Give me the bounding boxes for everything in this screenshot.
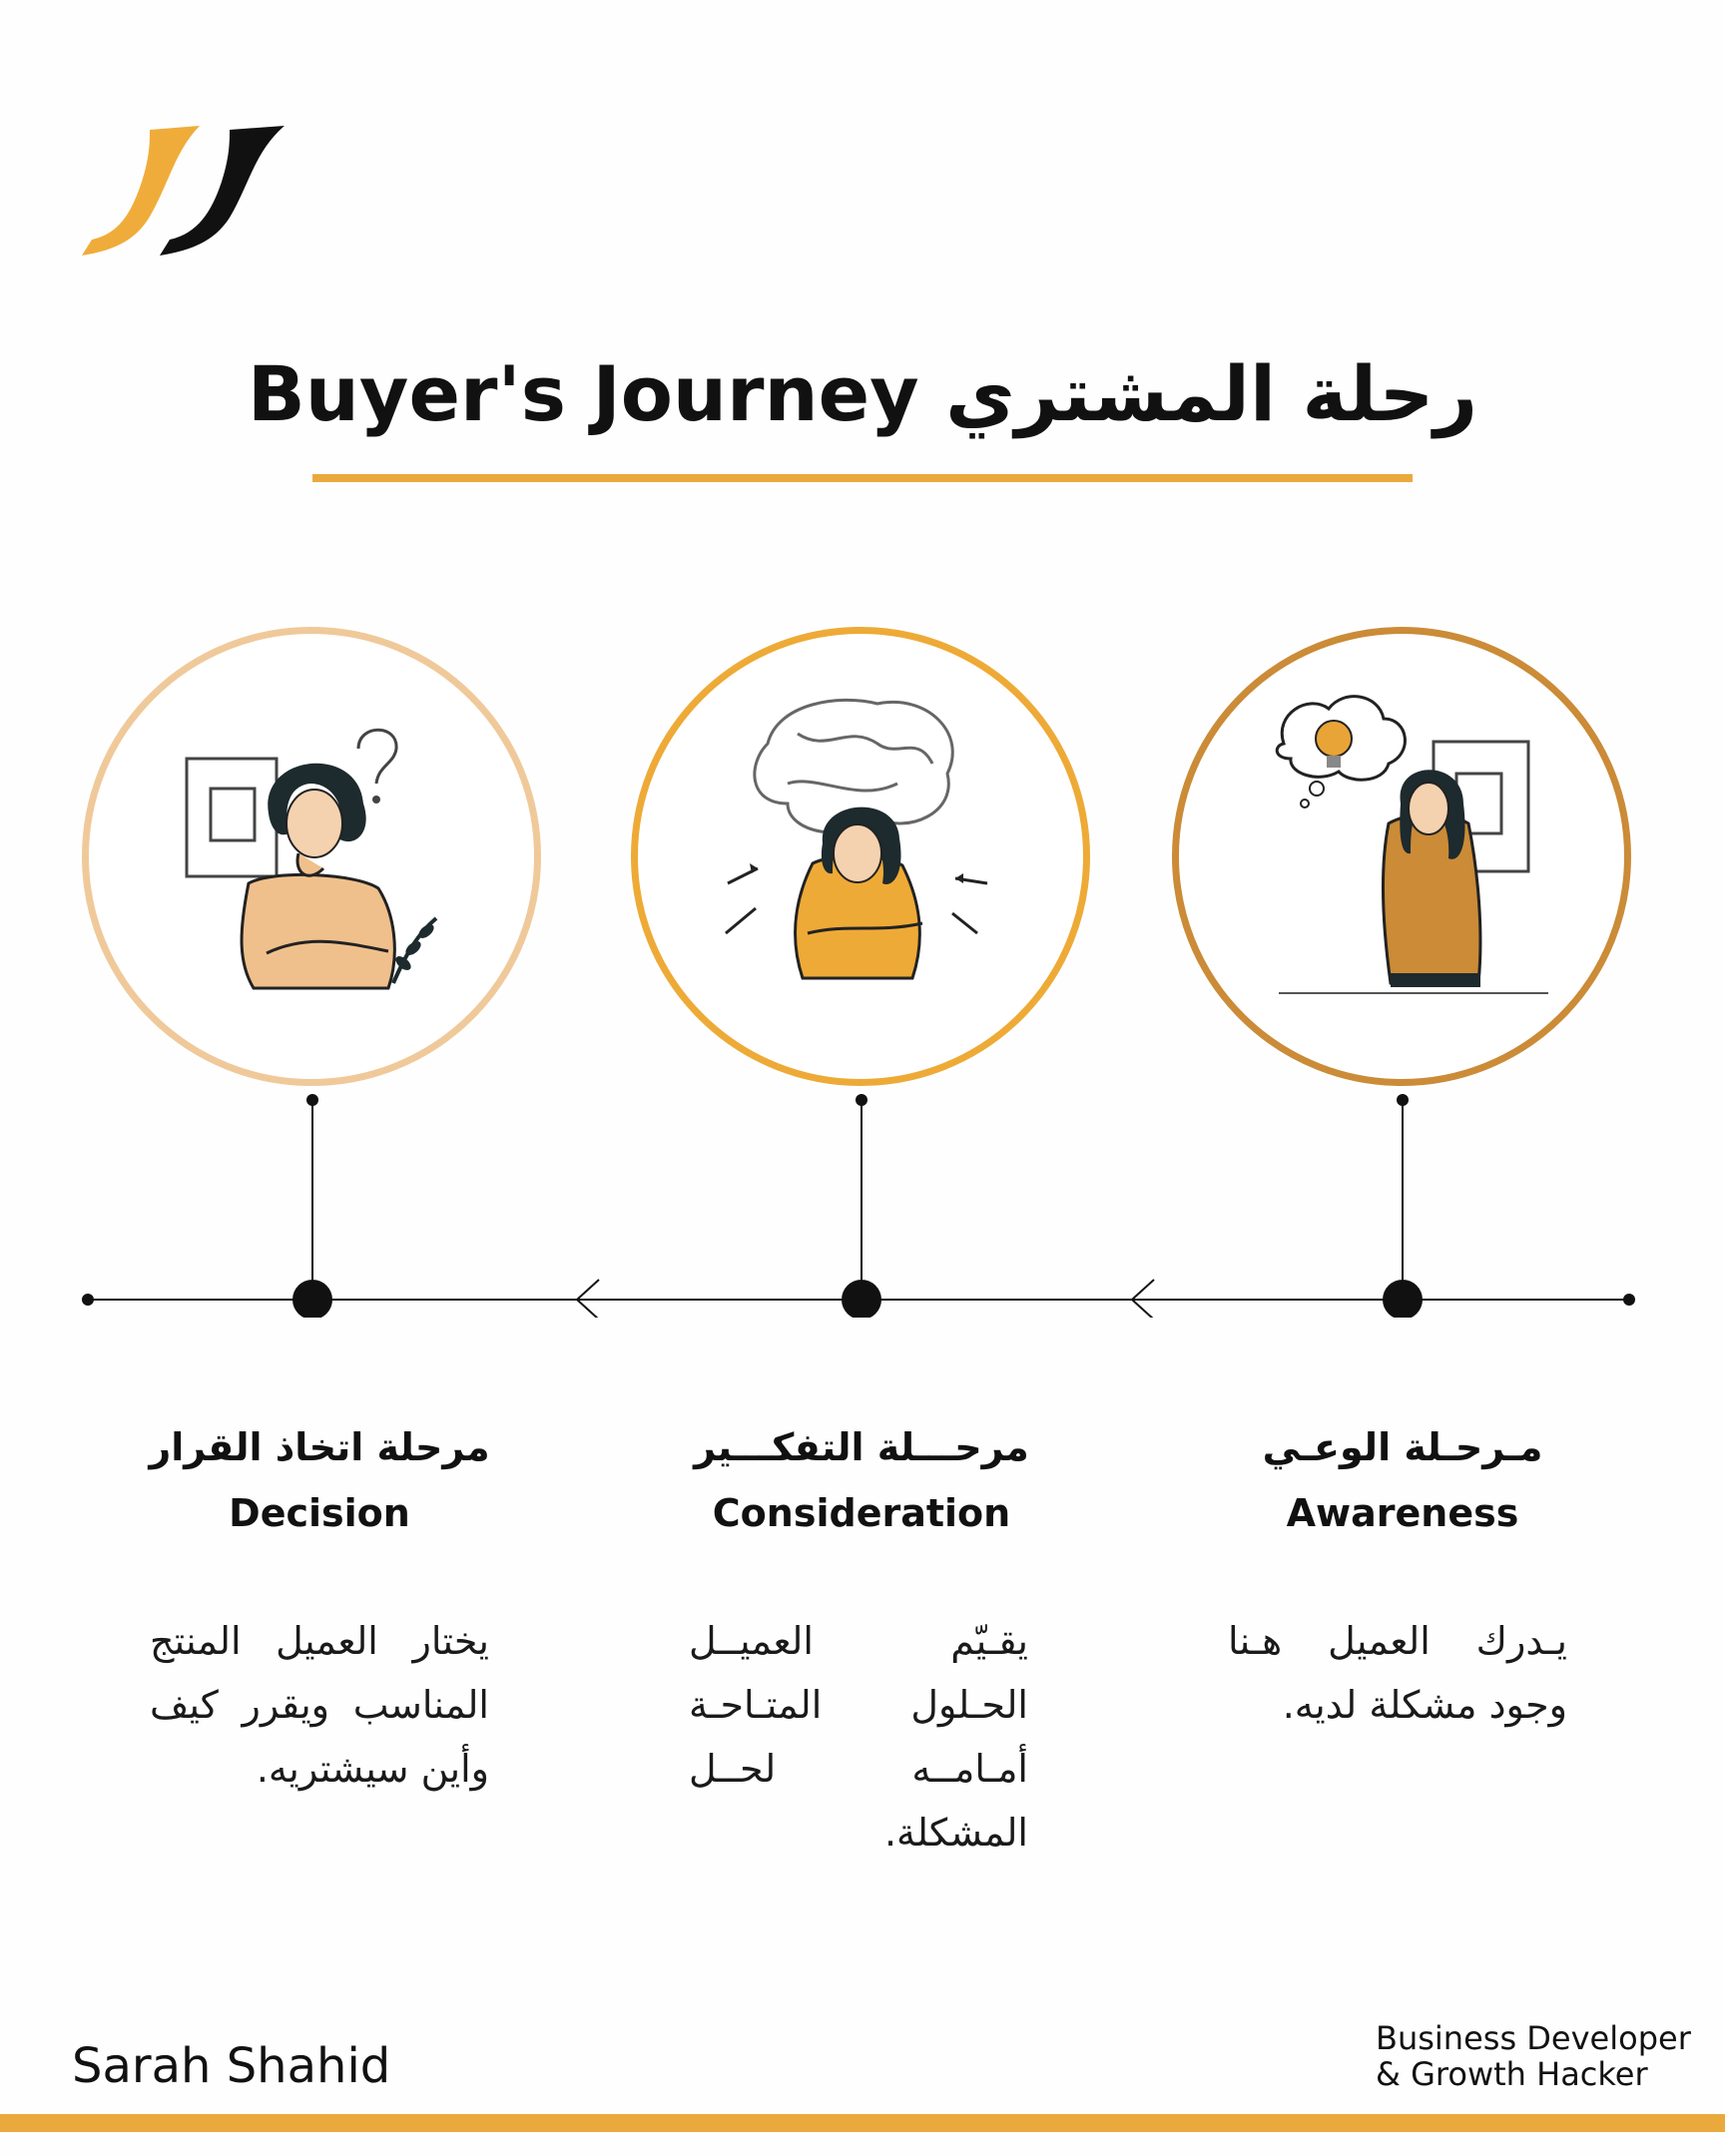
awareness-node (1383, 1280, 1423, 1318)
timeline-start-dot (82, 1294, 94, 1306)
stage-consideration: مرحـــلة التفكـــير Consideration (682, 1425, 1041, 1535)
woman-thinking-question-icon (185, 728, 438, 990)
stage-consideration-title-ar: مرحـــلة التفكـــير (694, 1425, 1029, 1469)
stage-decision-title-ar: مرحلة اتخاذ القرار (149, 1425, 490, 1469)
stage-awareness: مـرحـلة الوعـي Awareness (1223, 1425, 1582, 1535)
chevron-left-icon (1130, 1279, 1155, 1318)
journey-timeline (82, 1094, 1635, 1318)
author-role: Business Developer & Growth Hacker (1376, 2020, 1691, 2092)
consideration-circle (631, 627, 1090, 1086)
author-role-line1: Business Developer (1376, 2019, 1691, 2057)
bottom-accent-bar (0, 2114, 1725, 2132)
decision-circle (82, 627, 541, 1086)
stage-awareness-description: يـدرك العميل هـنا وجود مشكلة لديه. (1228, 1619, 1567, 1727)
author-role-line2: & Growth Hacker (1376, 2055, 1648, 2093)
stage-decision-description: يختار العميل المنتج المناسب ويقرر كيف وأ… (150, 1619, 489, 1791)
stage-consideration-title-en: Consideration (712, 1491, 1011, 1535)
woman-confused-thoughts-icon (725, 698, 988, 980)
stage-consideration-description: يقـيّم العميــل الحـلول المتـاحـة أمـامـ… (689, 1619, 1028, 1855)
stage-awareness-title-ar: مـرحـلة الوعـي (1262, 1425, 1543, 1469)
page-title: Buyer's Journey رحلة المشتري (247, 349, 1478, 438)
decision-node (292, 1280, 332, 1318)
author-name: Sarah Shahid (72, 2038, 391, 2094)
stage-decision: مرحلة اتخاذ القرار Decision (140, 1425, 499, 1535)
stage-awareness-title-en: Awareness (1286, 1491, 1519, 1535)
stage-decision-title-en: Decision (229, 1491, 410, 1535)
woman-lightbulb-idea-icon (1275, 695, 1548, 994)
timeline-end-dot (1623, 1294, 1635, 1306)
brand-logo (82, 126, 285, 256)
consideration-node (842, 1280, 881, 1318)
awareness-circle (1172, 627, 1631, 1086)
chevron-left-icon (575, 1279, 600, 1318)
title-underline (312, 474, 1413, 482)
